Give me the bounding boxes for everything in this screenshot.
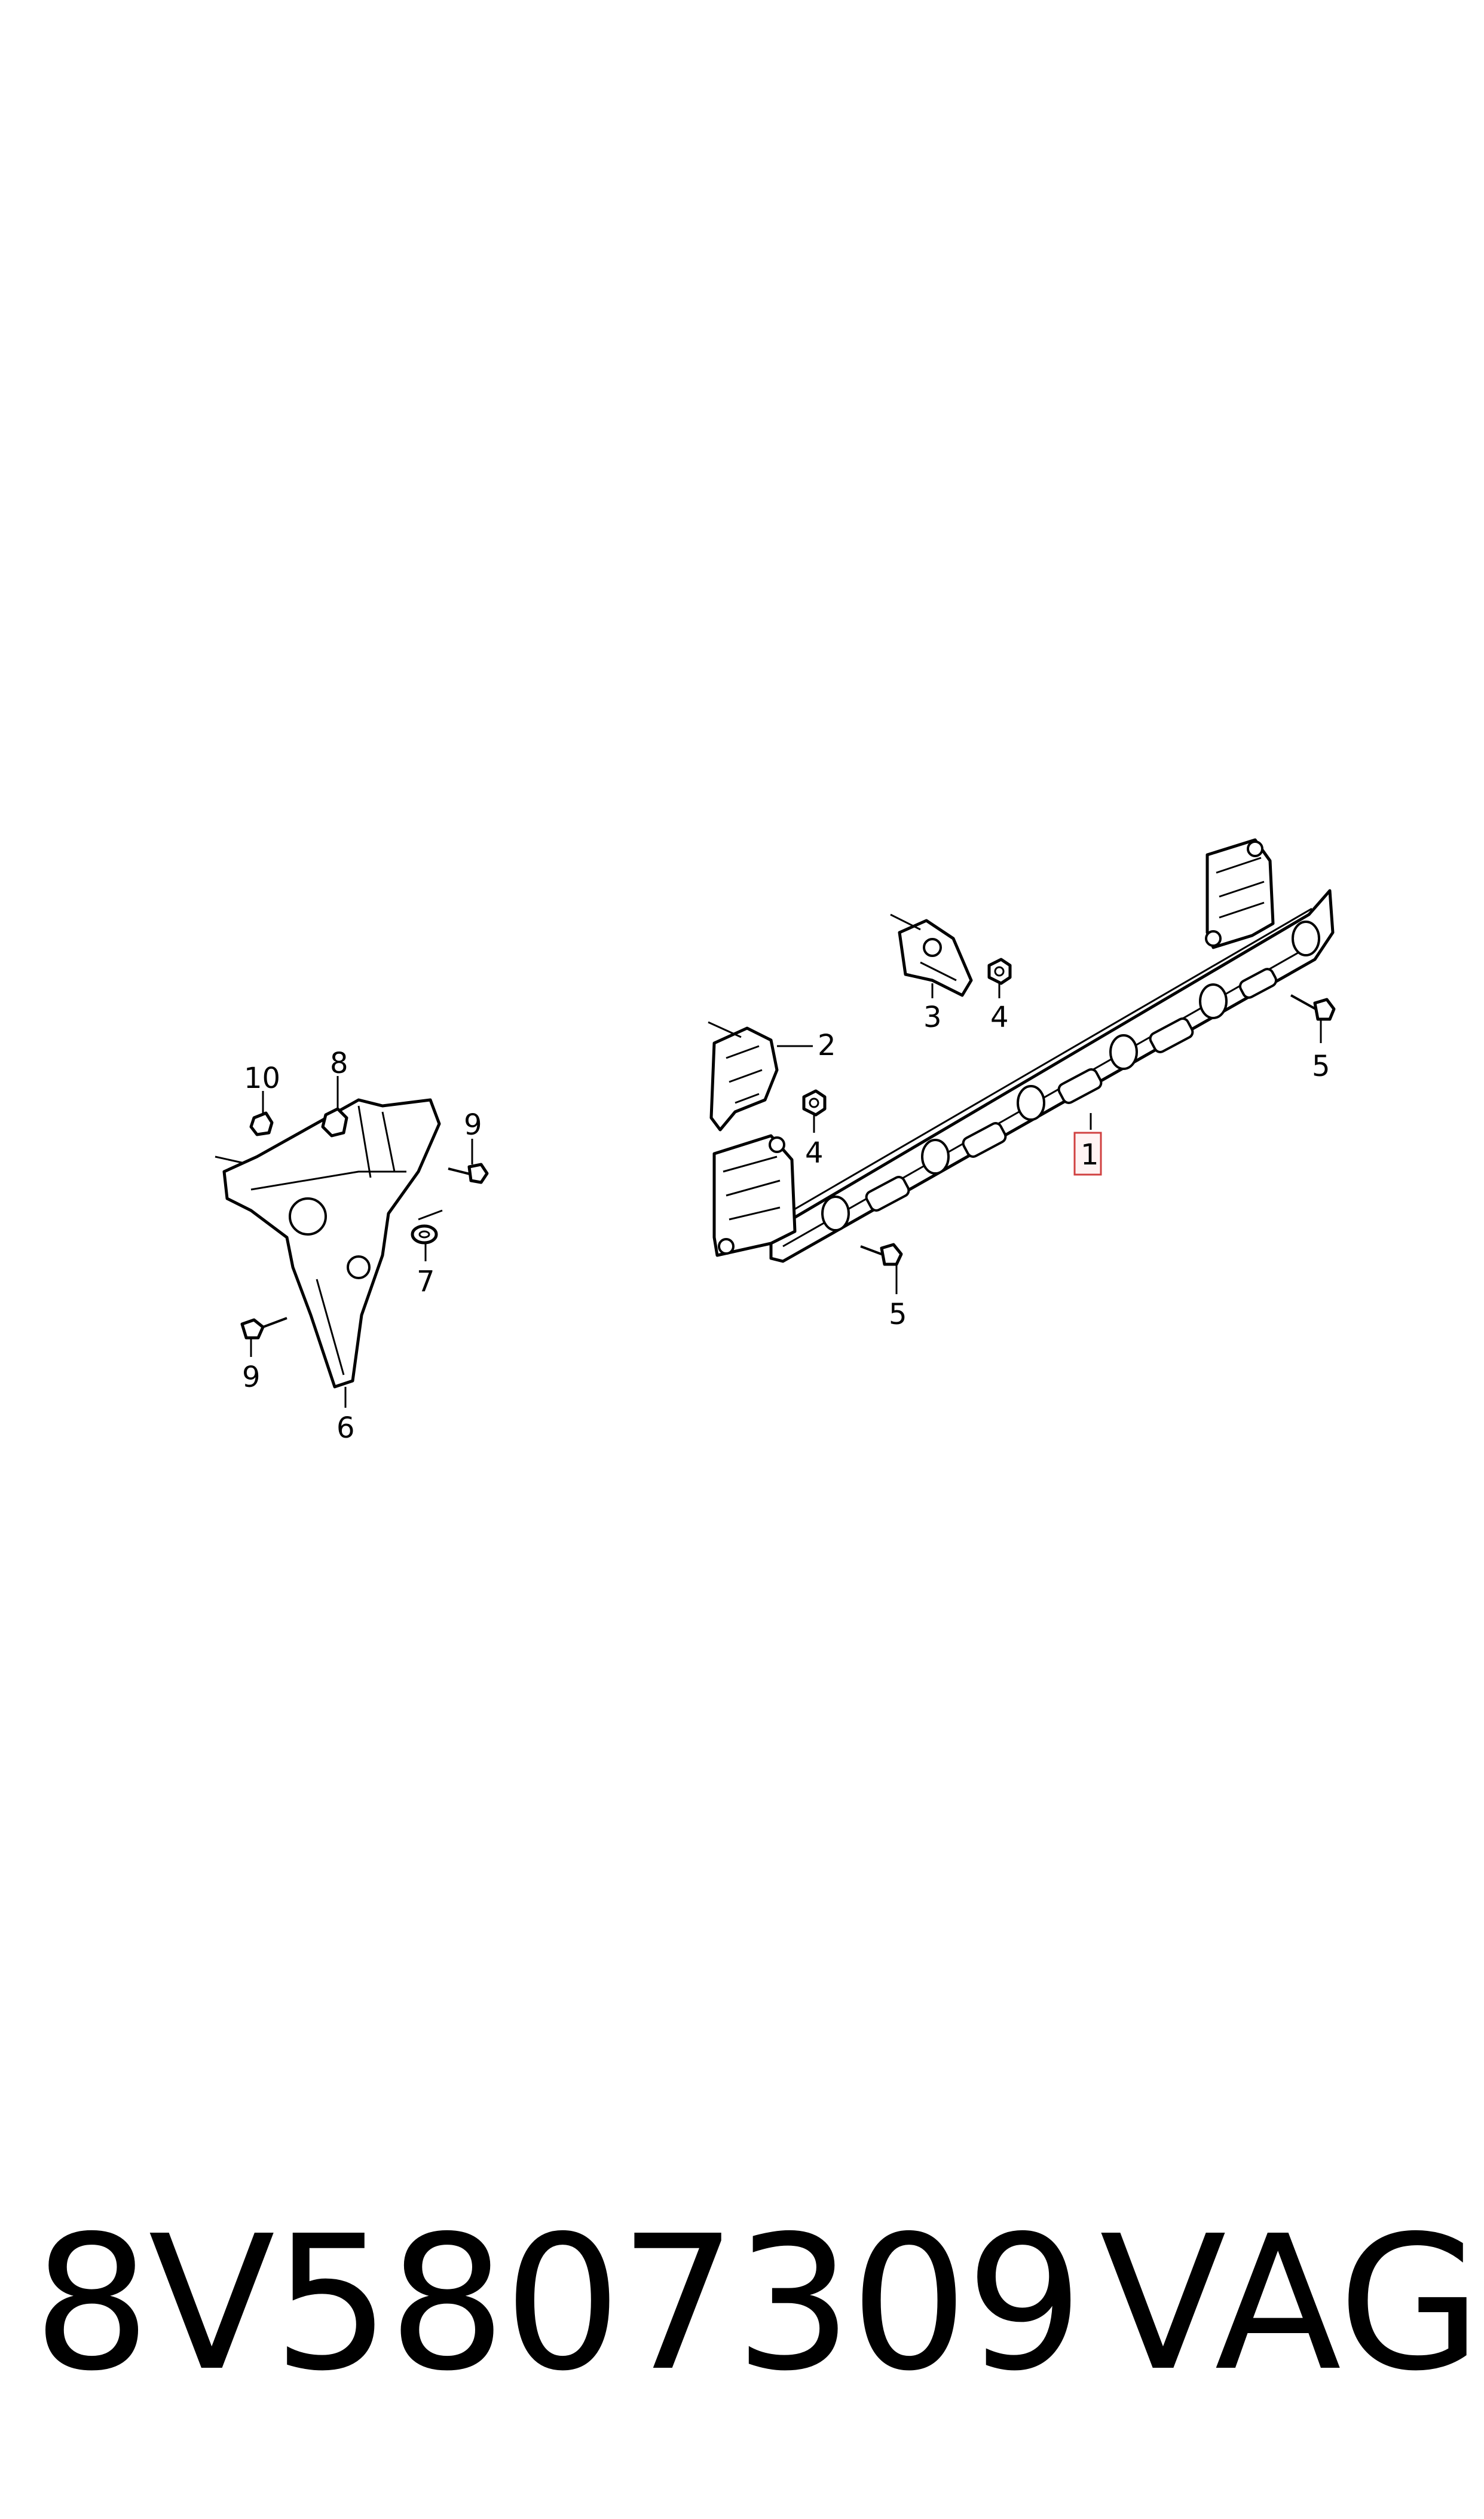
- callout-10: 10: [244, 1062, 280, 1095]
- callout-8: 8: [330, 1047, 348, 1080]
- washer-part-7: [411, 1224, 438, 1245]
- callout-4-upper: 4: [990, 1001, 1009, 1034]
- callout-6: 6: [336, 1411, 355, 1445]
- callout-7: 7: [417, 1265, 435, 1298]
- left-crash-box: [712, 1134, 797, 1257]
- nut-4-lower: [802, 1089, 827, 1117]
- bolt-5-lower: [860, 1243, 903, 1266]
- bolt-5-right: [1290, 994, 1336, 1021]
- guide-bracket-part-6: [215, 1098, 443, 1389]
- callout-5-right: 5: [1312, 1050, 1330, 1083]
- callout-3: 3: [923, 1001, 942, 1034]
- callout-9-lower: 9: [242, 1361, 261, 1394]
- part-number-label: 8V5807309: [33, 2196, 1084, 2412]
- bumper-reinforcement-beam: [769, 889, 1335, 1263]
- callout-4-lower: 4: [805, 1136, 824, 1170]
- clip-part-8: [321, 1107, 348, 1138]
- nut-4-upper: [987, 958, 1012, 985]
- bracket-part-2: [708, 1021, 779, 1132]
- screw-part-9-lower: [240, 1317, 287, 1340]
- right-crash-box: [1205, 838, 1275, 949]
- brand-label: VAG: [1100, 2196, 1482, 2412]
- callout-9-upper: 9: [464, 1108, 482, 1142]
- callout-2: 2: [818, 1029, 836, 1062]
- callout-1-highlight: [1073, 1132, 1102, 1176]
- callout-5-lower: 5: [889, 1298, 907, 1331]
- nut-part-10: [249, 1111, 274, 1136]
- bracket-part-3: [890, 913, 973, 997]
- screw-part-9-upper: [448, 1163, 489, 1184]
- callout-1: 1: [1081, 1138, 1099, 1172]
- parts-diagram: 1 2 3 4 4 5 5 6 7 8 9 9 10: [215, 838, 1336, 1445]
